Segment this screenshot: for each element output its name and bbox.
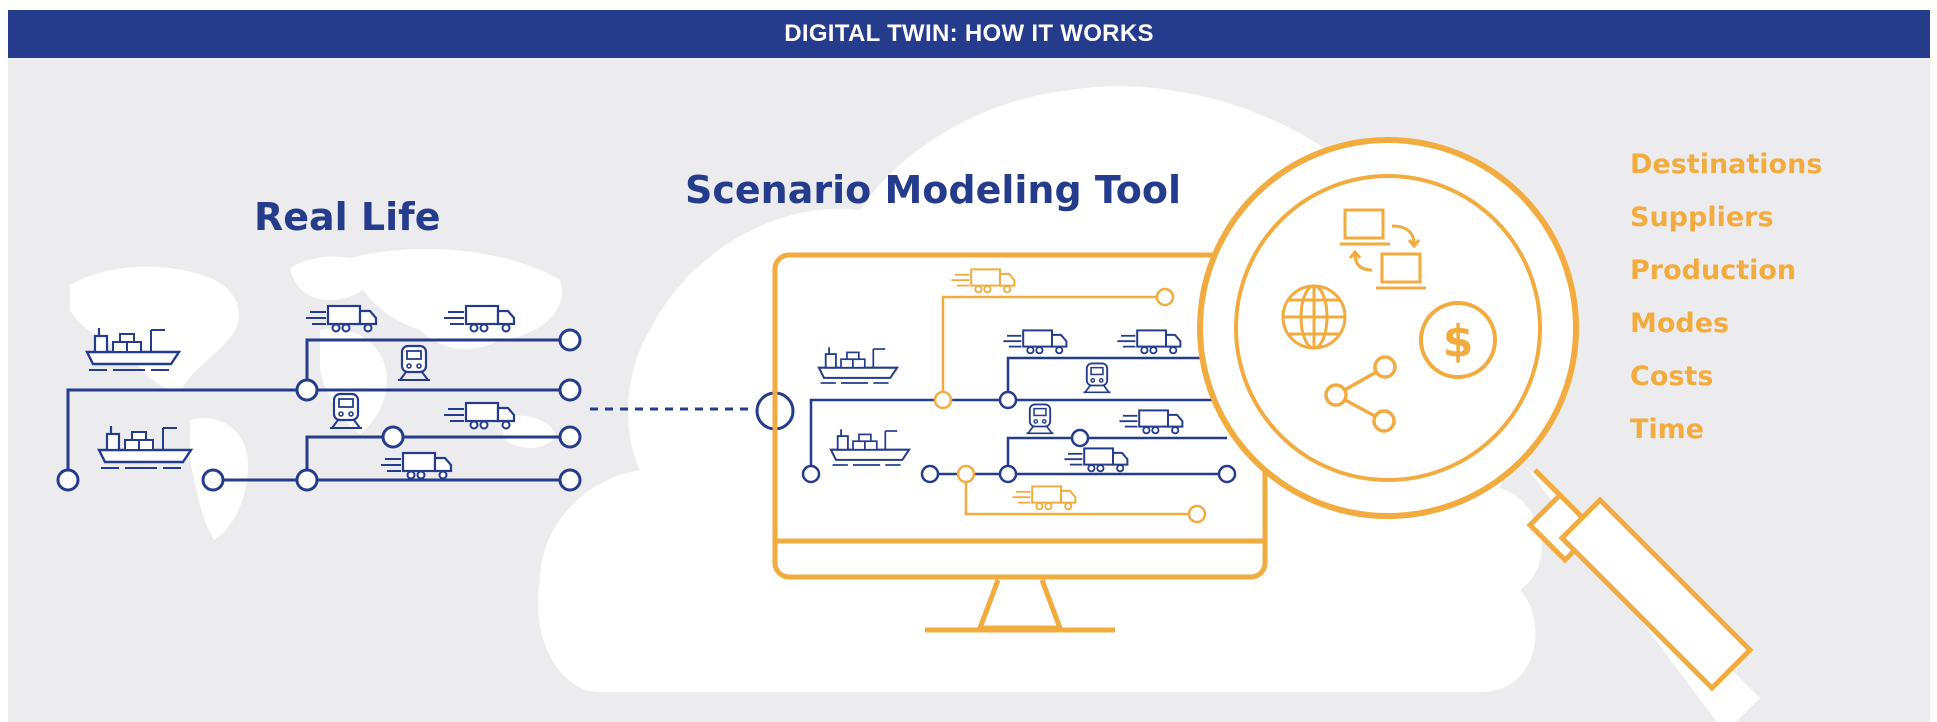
magnifier-icon: [1197, 137, 1760, 722]
dollar-icon: $: [1419, 301, 1497, 379]
scenario-tool-heading: Scenario Modeling Tool: [685, 168, 1182, 212]
truck-icon: [379, 451, 453, 480]
real-life-heading: Real Life: [254, 195, 441, 239]
monitor-network-orange: [941, 295, 1197, 516]
svg-text:$: $: [1443, 316, 1474, 367]
train-icon: [328, 392, 364, 430]
share-icon: [1324, 355, 1397, 433]
factor-destinations: Destinations: [1630, 149, 1823, 180]
factor-suppliers: Suppliers: [1630, 202, 1774, 233]
monitor-network-navy: [809, 356, 1227, 476]
factor-modes: Modes: [1630, 308, 1730, 339]
truck-icon: [442, 401, 516, 430]
ship-icon: [97, 424, 193, 470]
train-icon: [396, 344, 432, 382]
factor-costs: Costs: [1630, 361, 1714, 392]
factor-time: Time: [1630, 414, 1705, 445]
globe-icon: [1281, 284, 1347, 350]
real-life-network: [66, 338, 570, 482]
real-life-nodes: [56, 328, 582, 492]
banner-title: DIGITAL TWIN: HOW IT WORKS: [8, 10, 1930, 58]
factor-production: Production: [1630, 255, 1797, 286]
computers-sync-icon: [1340, 208, 1426, 290]
truck-icon: [304, 304, 378, 333]
